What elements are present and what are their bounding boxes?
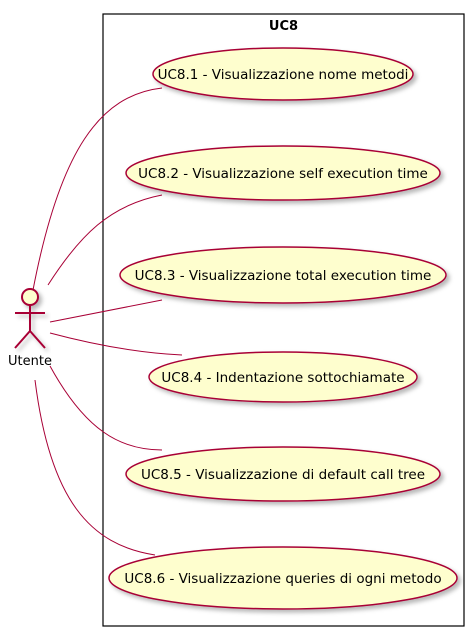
use-case-ellipse[interactable]	[125, 446, 441, 502]
association-line-uc8-5	[49, 365, 163, 451]
use-case-ellipse[interactable]	[108, 546, 458, 610]
use-case-label: UC8.2 - Visualizzazione self execution t…	[138, 166, 428, 182]
use-case-ellipse[interactable]	[152, 47, 414, 101]
system-boundary-box	[102, 13, 465, 627]
association-line-uc8-4	[49, 332, 183, 356]
use-case-ellipse[interactable]	[119, 246, 447, 304]
association-line-uc8-1	[32, 87, 163, 291]
use-case-label: UC8.5 - Visualizzazione di default call …	[141, 467, 425, 483]
use-case-ellipse[interactable]	[125, 145, 441, 201]
actor-utente[interactable]: Utente	[8, 288, 52, 369]
system-title: UC8	[269, 19, 298, 34]
use-case-ellipse[interactable]	[148, 351, 418, 403]
actor-name: Utente	[8, 354, 52, 369]
use-case-uc8-1[interactable]: UC8.1 - Visualizzazione nome metodi	[152, 47, 414, 101]
use-case-label: UC8.3 - Visualizzazione total execution …	[135, 268, 432, 284]
use-case-uc8-5[interactable]: UC8.5 - Visualizzazione di default call …	[125, 446, 441, 502]
association-lines	[32, 87, 183, 556]
actor-stick-figure-icon[interactable]	[14, 288, 46, 349]
use-case-uc8-6[interactable]: UC8.6 - Visualizzazione queries di ogni …	[108, 546, 458, 610]
association-line-uc8-3	[49, 299, 163, 323]
use-case-uc8-3[interactable]: UC8.3 - Visualizzazione total execution …	[119, 246, 447, 304]
use-case-label: UC8.1 - Visualizzazione nome metodi	[158, 67, 409, 83]
system-boundary: UC8	[102, 13, 465, 627]
use-case-uc8-4[interactable]: UC8.4 - Indentazione sottochiamate	[148, 351, 418, 403]
association-line-uc8-6	[34, 379, 156, 556]
use-case-uc8-2[interactable]: UC8.2 - Visualizzazione self execution t…	[125, 145, 441, 201]
use-case-label: UC8.4 - Indentazione sottochiamate	[161, 370, 404, 386]
use-case-label: UC8.6 - Visualizzazione queries di ogni …	[124, 571, 441, 587]
association-line-uc8-2	[47, 194, 163, 286]
